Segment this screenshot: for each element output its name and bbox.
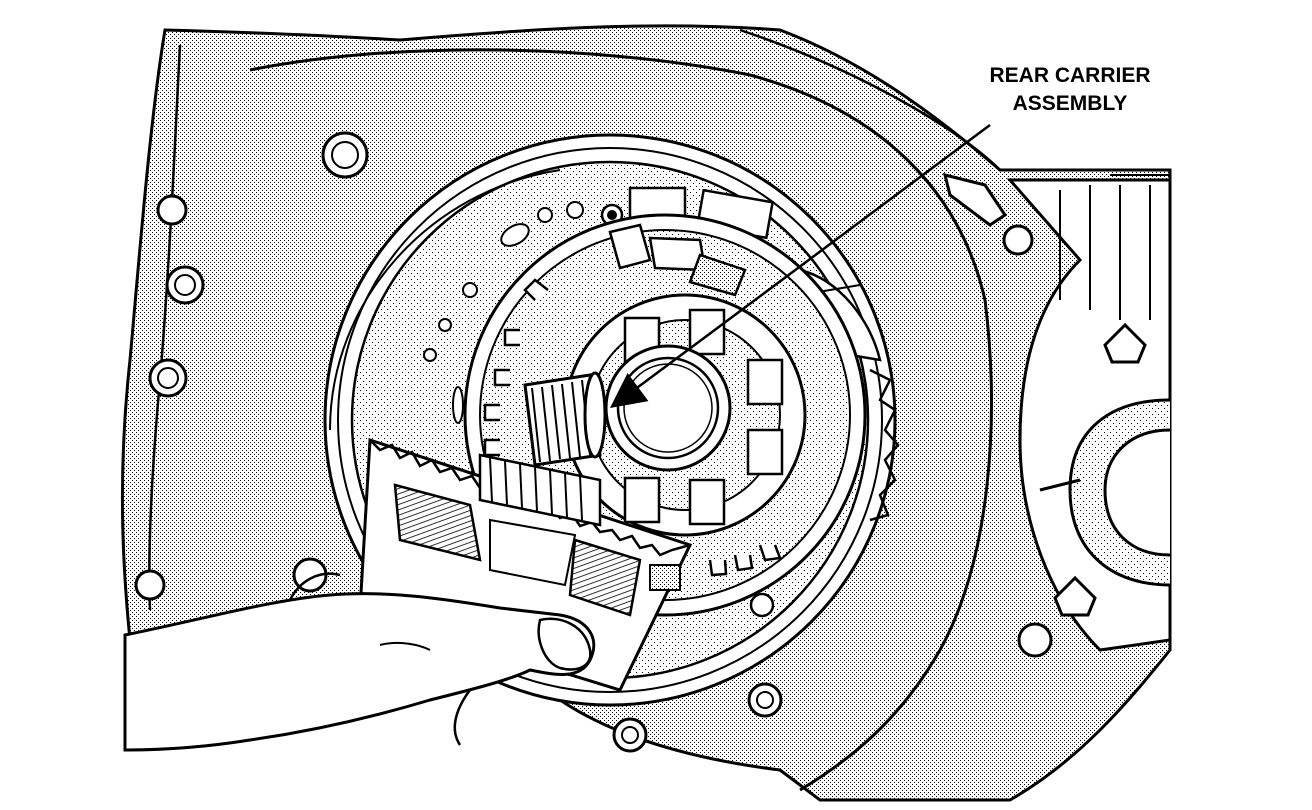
callout-line-1: REAR CARRIER (989, 64, 1151, 87)
callout-leader (609, 123, 991, 408)
rear-carrier-assembly-label: REAR CARRIER ASSEMBLY (960, 62, 1180, 118)
output-shaft (523, 371, 607, 467)
hand (123, 572, 596, 752)
callout-line-2: ASSEMBLY (1012, 92, 1128, 115)
rear-carrier-hub (563, 293, 807, 537)
flange-bolt-holes (134, 131, 1053, 753)
right-housing (942, 172, 1172, 652)
